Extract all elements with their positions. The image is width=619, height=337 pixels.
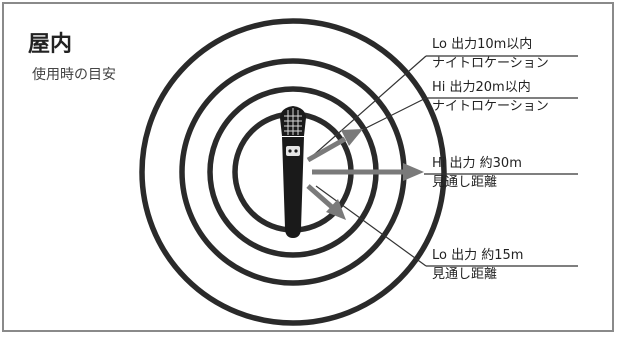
arrow-down-right-shaft <box>306 184 335 210</box>
arrow-up-right-shaft <box>306 136 347 163</box>
wireless-microphone-icon <box>280 106 306 238</box>
callout-hi-20m: Hi 出力20m以内 ナイトロケーション <box>432 78 549 116</box>
callout-subtitle: ナイトロケーション <box>432 99 549 114</box>
arrow-up-right-head <box>341 129 363 146</box>
callout-hi-30m: Hi 出力 約30m 見通し距離 <box>432 154 522 192</box>
callout-title: Hi 出力20m以内 <box>432 80 531 95</box>
callout-title: Lo 出力 約15m <box>432 248 524 263</box>
page-subtitle: 使用時の目安 <box>32 67 116 83</box>
range-arrows <box>306 129 424 220</box>
callout-lo-15m: Lo 出力 約15m 見通し距離 <box>432 246 523 284</box>
leader-line-hi-20m <box>361 97 427 131</box>
ring-outer <box>139 18 447 326</box>
callout-subtitle: 見通し距離 <box>432 175 498 190</box>
callout-title: Hi 出力 約30m <box>432 156 522 171</box>
callout-title: Lo 出力10m以内 <box>432 37 533 52</box>
leader-line-lo-10m <box>307 55 427 161</box>
page-title: 屋内 <box>28 32 73 57</box>
leader-line-lo-15m <box>315 185 427 267</box>
arrow-right-head <box>403 163 424 181</box>
arrow-down-right-head <box>326 199 346 220</box>
diagram-frame <box>2 2 614 332</box>
callout-subtitle: ナイトロケーション <box>432 56 549 71</box>
callout-lo-10m: Lo 出力10m以内 ナイトロケーション <box>432 35 549 73</box>
leader-lines <box>307 55 578 267</box>
callout-subtitle: 見通し距離 <box>432 267 498 282</box>
